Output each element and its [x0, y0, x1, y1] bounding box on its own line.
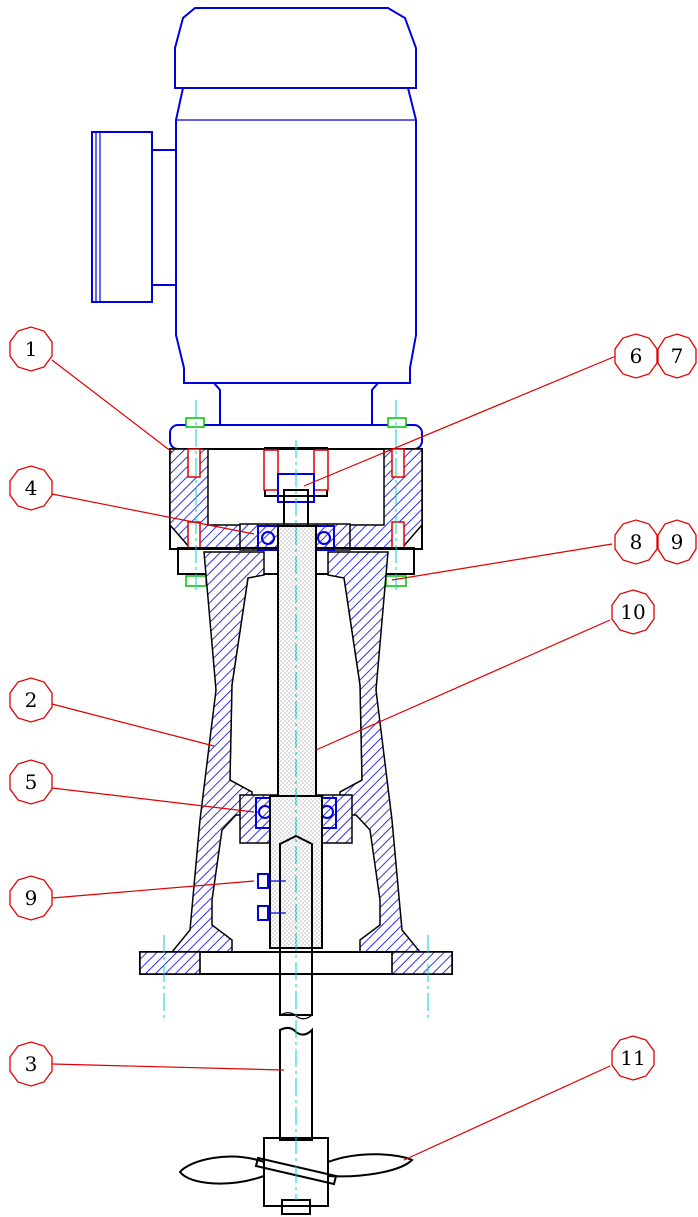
- motor: [91, 7, 417, 425]
- center-lines: [163, 400, 429, 1200]
- callout-4: 4: [9, 465, 53, 511]
- callout-1-label: 1: [25, 337, 38, 361]
- callout-1: 1: [9, 326, 53, 372]
- callout-8: 8: [614, 519, 658, 565]
- callout-5-label: 5: [25, 770, 38, 794]
- callout-7-label: 7: [671, 344, 684, 368]
- callout-11-label: 11: [620, 1046, 645, 1070]
- callout-4-label: 4: [25, 476, 38, 500]
- callout-10: 10: [611, 589, 655, 635]
- callout-8-label: 8: [630, 530, 643, 554]
- callout-9-left: 9: [9, 875, 53, 921]
- callout-11: 11: [611, 1035, 655, 1081]
- callout-2-label: 2: [25, 688, 38, 712]
- callout-2: 2: [9, 677, 53, 723]
- leader-lines: [51, 355, 617, 1161]
- callout-3: 3: [9, 1041, 53, 1087]
- callout-3-label: 3: [25, 1052, 38, 1076]
- callout-6: 6: [614, 333, 658, 379]
- callout-9-left-label: 9: [25, 886, 38, 910]
- callout-7: 7: [657, 333, 697, 379]
- callout-5: 5: [9, 759, 53, 805]
- callout-9-right-label: 9: [671, 530, 684, 554]
- callout-9-right: 9: [657, 519, 697, 565]
- callout-6-label: 6: [630, 344, 643, 368]
- callout-10-label: 10: [620, 600, 645, 624]
